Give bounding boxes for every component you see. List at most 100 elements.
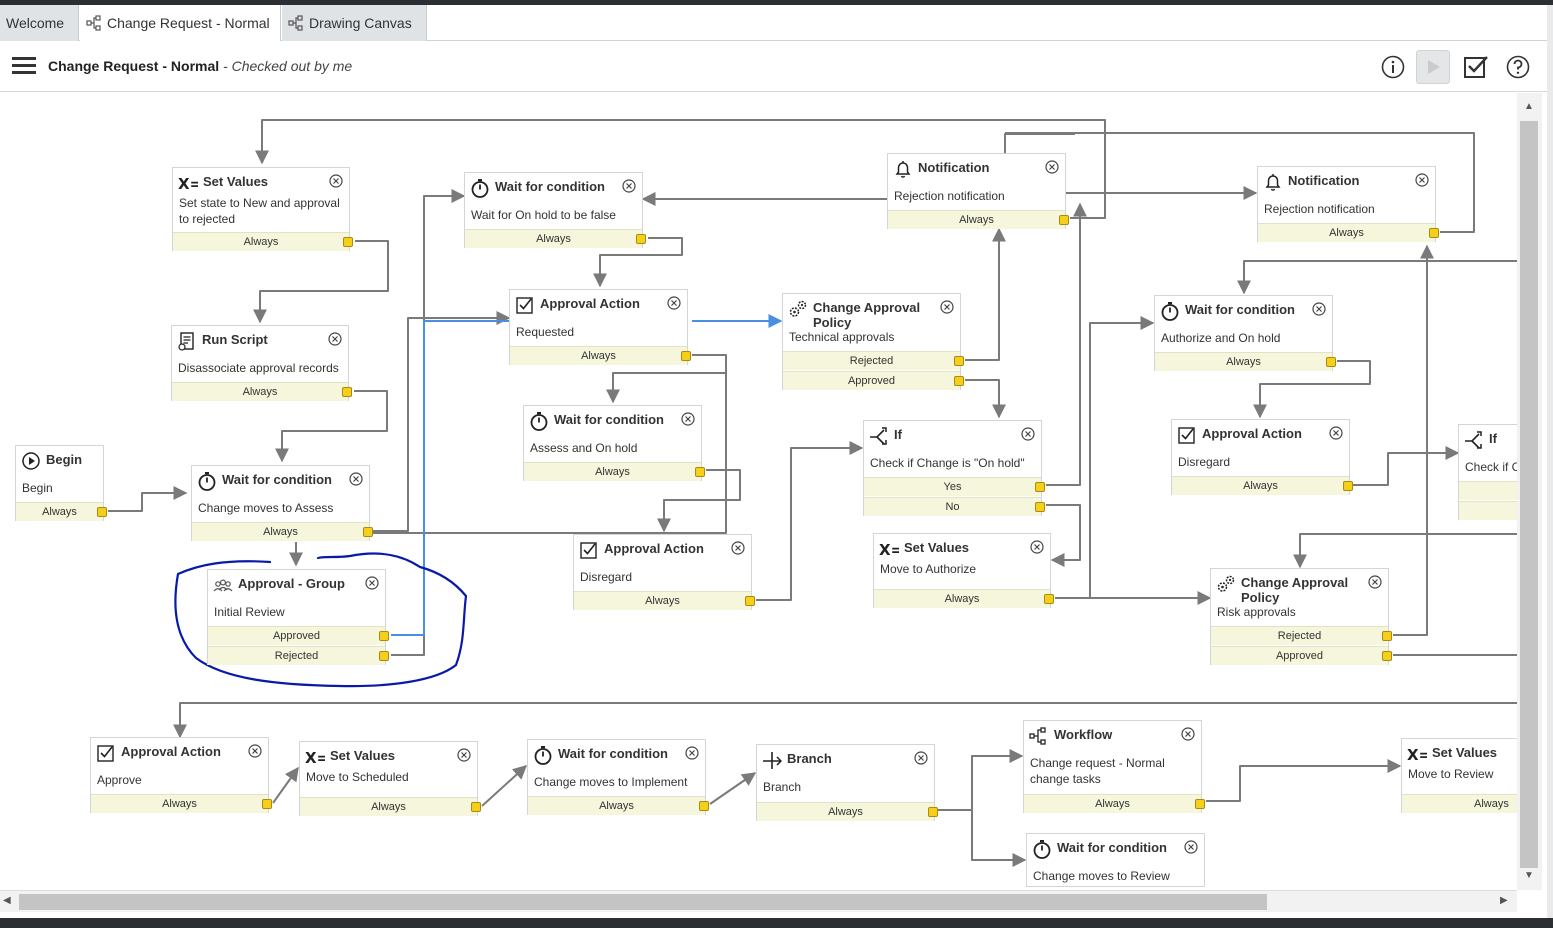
- close-icon[interactable]: [1368, 575, 1382, 589]
- condition-port[interactable]: [1382, 631, 1392, 641]
- close-icon[interactable]: [1045, 160, 1059, 174]
- checkbox-icon: [516, 297, 533, 314]
- activity-wait-review[interactable]: Wait for condition Change moves to Revie…: [1026, 833, 1205, 887]
- scroll-up-arrow-icon[interactable]: ▲: [1524, 101, 1534, 112]
- activity-set-values-authorize[interactable]: X= Set Values Move to Authorize Always: [873, 533, 1054, 608]
- close-icon[interactable]: [914, 751, 928, 765]
- condition-port[interactable]: [471, 802, 481, 812]
- activity-change-approval-policy-technical[interactable]: Change Approval Policy Technical approva…: [782, 293, 964, 390]
- scroll-left-arrow-icon[interactable]: ◀: [3, 895, 11, 906]
- activity-if-onhold[interactable]: If Check if Change is "On hold" Yes No: [863, 420, 1045, 516]
- transition-line: [391, 189, 466, 656]
- activity-approval-disregard-right[interactable]: Approval Action Disregard Always: [1171, 419, 1353, 495]
- condition-port[interactable]: [1429, 228, 1439, 238]
- activity-change-approval-policy-risk[interactable]: Change Approval Policy Risk approvals Re…: [1210, 568, 1392, 665]
- close-icon[interactable]: [622, 179, 636, 193]
- condition-port[interactable]: [343, 237, 353, 247]
- close-icon[interactable]: [1312, 302, 1326, 316]
- activity-approval-approve[interactable]: Approval Action Approve Always: [90, 737, 272, 813]
- condition-port[interactable]: [745, 596, 755, 606]
- condition-row: Always: [574, 591, 755, 610]
- condition-port[interactable]: [928, 807, 938, 817]
- condition-port[interactable]: [363, 527, 373, 537]
- tab-welcome[interactable]: Welcome: [0, 5, 79, 41]
- close-icon[interactable]: [248, 744, 262, 758]
- tab-change-request-normal[interactable]: Change Request - Normal: [80, 5, 281, 41]
- close-icon[interactable]: [349, 472, 363, 486]
- close-icon[interactable]: [1329, 426, 1343, 440]
- condition-row: Always: [173, 232, 353, 251]
- condition-port[interactable]: [1035, 482, 1045, 492]
- condition-port[interactable]: [379, 651, 389, 661]
- activity-approval-group[interactable]: Approval - Group Initial Review Approved…: [207, 569, 389, 665]
- vertical-scrollbar[interactable]: ▲ ▼: [1517, 93, 1542, 890]
- condition-port[interactable]: [1343, 481, 1353, 491]
- condition-port[interactable]: [1059, 215, 1069, 225]
- activity-workflow-change-tasks[interactable]: Workflow Change request - Normal change …: [1023, 720, 1205, 813]
- condition-port[interactable]: [1326, 357, 1336, 367]
- condition-port[interactable]: [1382, 651, 1392, 661]
- info-button[interactable]: [1376, 50, 1410, 84]
- condition-port[interactable]: [699, 801, 709, 811]
- activity-set-values-rejected[interactable]: X= Set Values Set state to New and appro…: [172, 167, 353, 251]
- condition-port[interactable]: [954, 356, 964, 366]
- close-icon[interactable]: [329, 174, 343, 188]
- condition-port[interactable]: [1035, 502, 1045, 512]
- condition-port[interactable]: [262, 799, 272, 809]
- activity-set-values-scheduled[interactable]: X= Set Values Move to Scheduled Always: [299, 741, 481, 816]
- activity-run-script[interactable]: Run Script Disassociate approval records…: [171, 325, 352, 401]
- activity-wait-onhold-false[interactable]: Wait for condition Wait for On hold to b…: [464, 172, 646, 248]
- condition-port[interactable]: [681, 351, 691, 361]
- scroll-right-arrow-icon[interactable]: ▶: [1500, 895, 1508, 906]
- activity-approval-requested[interactable]: Approval Action Requested Always: [509, 289, 691, 365]
- activity-branch[interactable]: Branch Branch Always: [756, 744, 938, 821]
- close-icon[interactable]: [681, 412, 695, 426]
- activity-approval-disregard-mid[interactable]: Approval Action Disregard Always: [573, 534, 755, 610]
- close-icon[interactable]: [1415, 173, 1429, 187]
- condition-port[interactable]: [97, 507, 107, 517]
- condition-label: Approved: [272, 630, 321, 642]
- activity-if-partial[interactable]: If Check if C: [1458, 424, 1517, 520]
- activity-begin[interactable]: Begin Begin Always: [15, 445, 107, 521]
- tab-drawing-canvas[interactable]: Drawing Canvas: [282, 5, 427, 41]
- condition-port[interactable]: [1044, 594, 1054, 604]
- close-icon[interactable]: [365, 576, 379, 590]
- activity-wait-assess-onhold[interactable]: Wait for condition Assess and On hold Al…: [523, 405, 705, 481]
- close-icon[interactable]: [940, 300, 954, 314]
- condition-port[interactable]: [1195, 799, 1205, 809]
- close-icon[interactable]: [1184, 840, 1198, 854]
- validate-button[interactable]: [1459, 50, 1493, 84]
- gears-icon: [1217, 575, 1235, 592]
- help-button[interactable]: [1501, 50, 1535, 84]
- activity-desc-line: to rejected: [179, 212, 236, 226]
- close-icon[interactable]: [1181, 727, 1195, 741]
- horizontal-scrollbar[interactable]: ◀ ▶: [0, 890, 1517, 912]
- condition-port[interactable]: [695, 467, 705, 477]
- close-icon[interactable]: [457, 748, 471, 762]
- run-button[interactable]: [1416, 50, 1450, 84]
- close-icon[interactable]: [667, 296, 681, 310]
- activity-notification-2[interactable]: Notification Rejection notification Alwa…: [1257, 166, 1439, 242]
- condition-port[interactable]: [342, 387, 352, 397]
- activity-wait-authorize[interactable]: Wait for condition Authorize and On hold…: [1154, 295, 1336, 371]
- checkbox-icon: [97, 745, 114, 762]
- close-icon[interactable]: [1021, 427, 1035, 441]
- close-icon[interactable]: [731, 541, 745, 555]
- scroll-down-arrow-icon[interactable]: ▼: [1524, 870, 1534, 881]
- workflow-canvas[interactable]: X= Set Values Set state to New and appro…: [0, 93, 1517, 890]
- close-icon[interactable]: [1030, 540, 1044, 554]
- activity-notification-1[interactable]: Notification Rejection notification Alwa…: [887, 153, 1069, 229]
- activity-set-values-review[interactable]: X= Set Values Move to Review Always: [1401, 738, 1517, 813]
- close-icon[interactable]: [328, 332, 342, 346]
- vertical-scroll-thumb[interactable]: [1520, 121, 1538, 868]
- activity-title: Wait for condition: [495, 179, 605, 194]
- activity-wait-assess[interactable]: Wait for condition Change moves to Asses…: [191, 465, 373, 541]
- menu-icon[interactable]: [12, 57, 36, 75]
- condition-port[interactable]: [954, 376, 964, 386]
- condition-port[interactable]: [379, 631, 389, 641]
- condition-row: Rejected: [208, 646, 389, 665]
- close-icon[interactable]: [685, 746, 699, 760]
- condition-port[interactable]: [636, 234, 646, 244]
- horizontal-scroll-thumb[interactable]: [19, 894, 1267, 910]
- activity-wait-implement[interactable]: Wait for condition Change moves to Imple…: [527, 739, 709, 815]
